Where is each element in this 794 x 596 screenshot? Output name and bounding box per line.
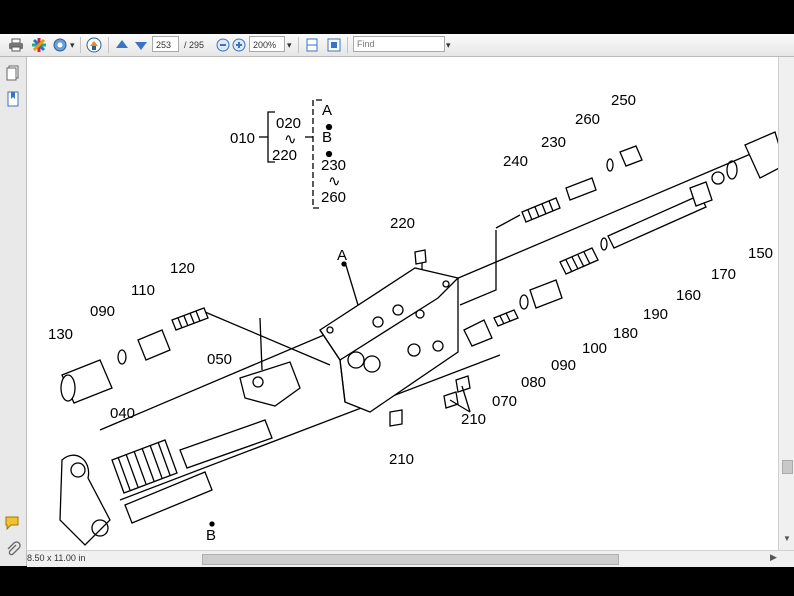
part-label: 210: [461, 411, 486, 428]
toolbar-separator: [80, 37, 81, 53]
leader-120: [204, 311, 331, 366]
spool-160: [607, 194, 707, 249]
comments-panel-icon[interactable]: [4, 515, 22, 531]
part-label: 110: [131, 282, 155, 299]
zoom-dropdown-chevron-down-icon[interactable]: ▾: [287, 40, 292, 50]
spring-120: [171, 307, 209, 331]
part-label: 220: [390, 215, 415, 232]
plug-150: [744, 131, 778, 179]
valve-body: [319, 267, 459, 413]
label-A-group: A: [322, 102, 332, 119]
poppet-110: [137, 329, 171, 361]
plug-100: [529, 279, 563, 309]
label-tilde-1: ∿: [284, 131, 297, 148]
bracket-right: [312, 99, 322, 209]
part-label: 260: [575, 111, 600, 128]
fit-width-icon[interactable]: [304, 37, 320, 53]
spring-180: [559, 247, 599, 275]
leader-bracket: [459, 230, 497, 306]
document-page: 010 020 ∿ 220 A B 230 ∿ 260 250 260 230 …: [27, 57, 778, 550]
part-label: 100: [582, 340, 607, 357]
part-label: 170: [711, 266, 736, 283]
print-icon[interactable]: [8, 37, 24, 53]
part-label: B: [206, 527, 216, 544]
part-label: 090: [551, 357, 576, 374]
lever-arm: [59, 454, 111, 546]
page-total: / 295: [184, 40, 205, 50]
part-label: 040: [110, 405, 135, 422]
zoom-in-icon[interactable]: [231, 37, 247, 53]
pdf-viewer-window: ▾ 253 / 295 200% ▾ ▾: [0, 34, 794, 567]
horizontal-scroll-thumb[interactable]: [202, 554, 619, 565]
find-input[interactable]: [353, 36, 445, 52]
label-B-group: B: [322, 129, 332, 146]
scroll-down-icon[interactable]: ▼: [783, 534, 791, 543]
spring-240: [521, 197, 561, 223]
fit-page-icon[interactable]: [326, 37, 342, 53]
label-tilde-2: ∿: [328, 173, 341, 190]
label-230-group: 230: [321, 157, 346, 174]
page-number-input[interactable]: 253: [152, 36, 179, 52]
poppet-230: [565, 177, 597, 201]
part-label: 250: [611, 92, 636, 109]
parts-diagram: 010 020 ∿ 220 A B 230 ∿ 260 250 260 230 …: [48, 92, 778, 546]
vertical-scroll-thumb[interactable]: [782, 460, 793, 474]
label-220-group: 220: [272, 147, 297, 164]
zoom-level-input[interactable]: 200%: [249, 36, 285, 52]
part-label: 230: [541, 134, 566, 151]
toolbar: ▾ 253 / 295 200% ▾ ▾: [0, 34, 794, 57]
spring-040: [111, 439, 178, 494]
part-label: 090: [90, 303, 115, 320]
bracket-050: [239, 361, 301, 407]
left-sidebar: [0, 57, 27, 566]
poppet-070: [463, 319, 493, 347]
snapshot-icon[interactable]: [53, 37, 69, 53]
spool-main: [179, 419, 273, 469]
part-label: 070: [492, 393, 517, 410]
toolbar-separator: [108, 37, 109, 53]
next-page-icon[interactable]: [133, 37, 149, 53]
chevron-down-icon[interactable]: ▾: [70, 40, 75, 50]
pages-panel-icon[interactable]: [5, 65, 21, 81]
part-label: 160: [676, 287, 701, 304]
part-label: 050: [207, 351, 232, 368]
part-label: A: [337, 247, 347, 264]
plug-250: [619, 145, 643, 167]
oring-150: [726, 160, 738, 180]
horizontal-scrollbar[interactable]: ▶: [27, 550, 794, 567]
part-label: 180: [613, 325, 638, 342]
leader-A: [344, 261, 359, 306]
label-260-group: 260: [321, 189, 346, 206]
toolbar-separator: [347, 37, 348, 53]
bookmarks-panel-icon[interactable]: [5, 91, 21, 107]
previous-page-icon[interactable]: [114, 37, 130, 53]
leader-240: [495, 214, 521, 229]
part-label: 190: [643, 306, 668, 323]
toolbar-separator: [298, 37, 299, 53]
asterisk-tool-icon[interactable]: [31, 37, 47, 53]
part-label: 080: [521, 374, 546, 391]
part-label: 210: [389, 451, 414, 468]
spring-080: [493, 309, 519, 327]
label-020: 020: [276, 115, 301, 132]
hand-tool-icon[interactable]: [86, 37, 102, 53]
page-size-status: 8.50 x 11.00 in: [27, 553, 86, 563]
part-label: 240: [503, 153, 528, 170]
find-options-chevron-down-icon[interactable]: ▾: [446, 40, 451, 50]
label-010: 010: [230, 130, 255, 147]
zoom-out-icon[interactable]: [215, 37, 231, 53]
ball-170: [711, 171, 725, 185]
vertical-scrollbar[interactable]: ▼: [778, 57, 794, 550]
part-label: 120: [170, 260, 195, 277]
part-label: 130: [48, 326, 73, 343]
part-label: 150: [748, 245, 773, 262]
attachments-paperclip-icon[interactable]: [5, 541, 21, 557]
scroll-right-icon[interactable]: ▶: [770, 552, 777, 562]
axis-line-lower: [119, 354, 501, 501]
